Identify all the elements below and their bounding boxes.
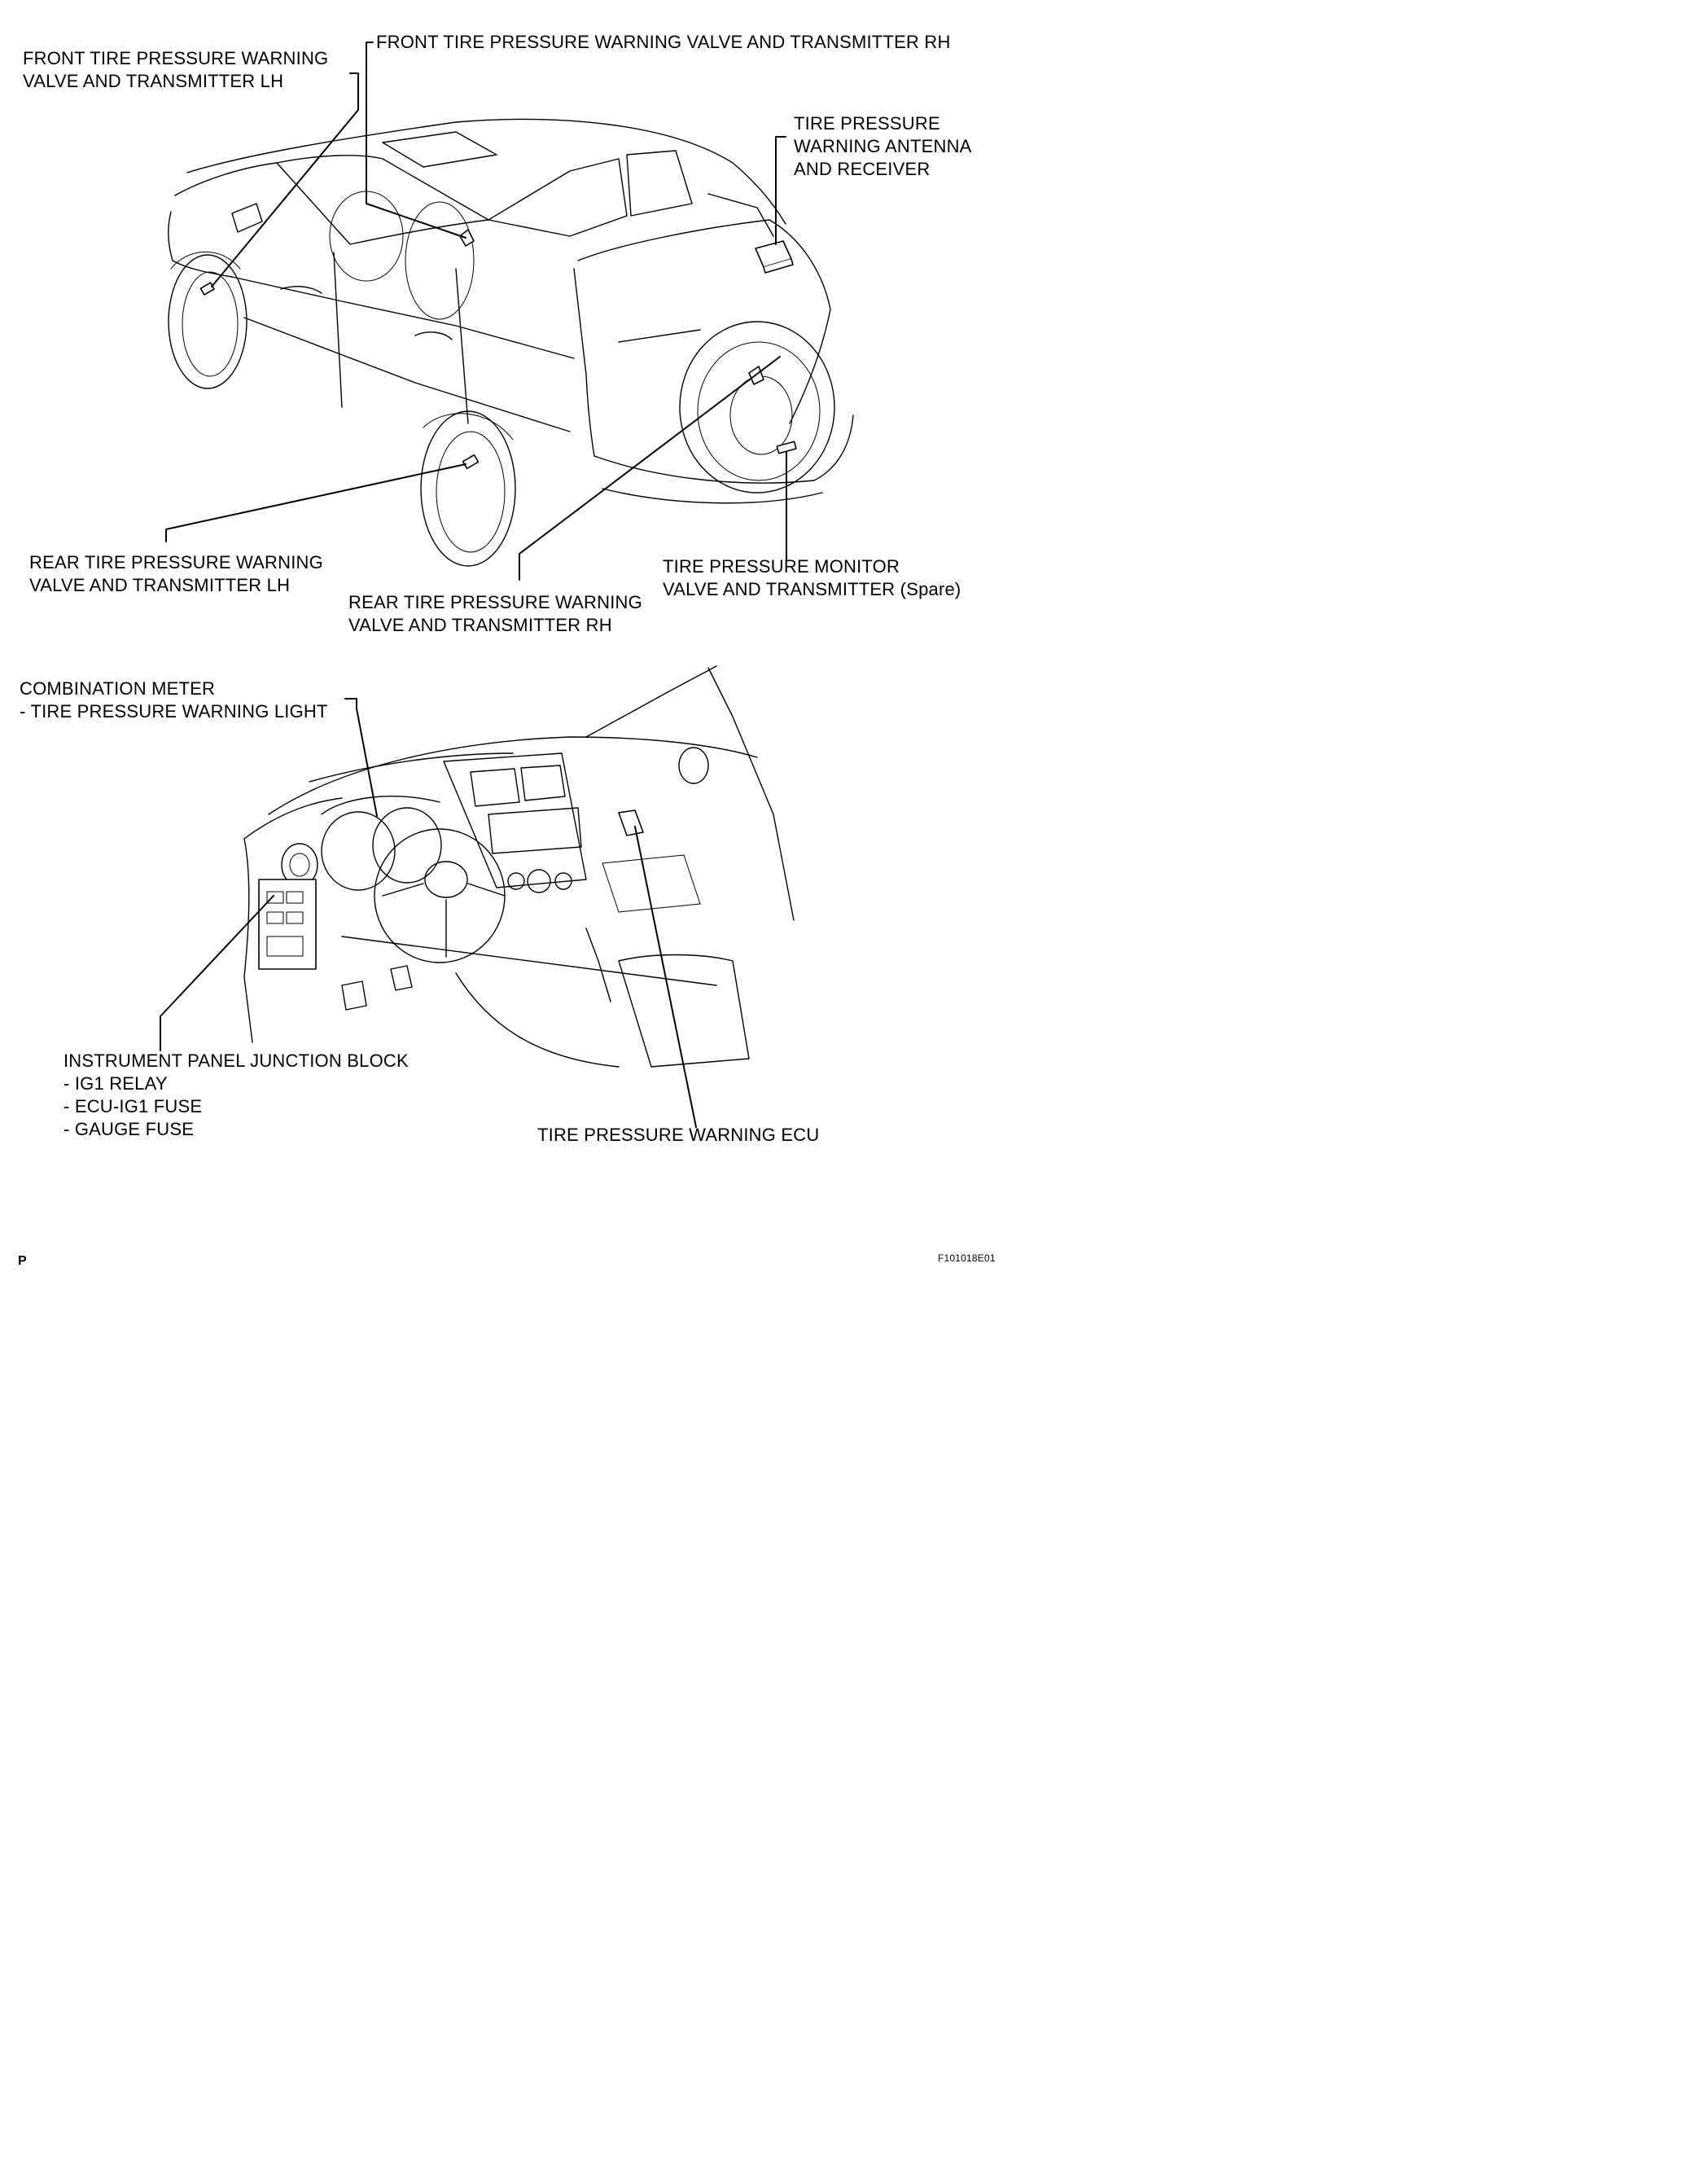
leader-lines-upper — [165, 42, 787, 581]
label-line: REAR TIRE PRESSURE WARNING — [348, 592, 642, 612]
label-front-tire-lh: FRONT TIRE PRESSURE WARNING VALVE AND TR… — [23, 47, 328, 93]
label-line: - GAUGE FUSE — [64, 1119, 195, 1139]
vehicle-drawing — [168, 118, 854, 567]
label-line: VALVE AND TRANSMITTER LH — [29, 575, 291, 595]
label-line: - TIRE PRESSURE WARNING LIGHT — [20, 701, 328, 722]
label-line: FRONT TIRE PRESSURE WARNING VALVE AND TR… — [376, 32, 951, 52]
label-rear-tire-rh: REAR TIRE PRESSURE WARNING VALVE AND TRA… — [348, 591, 642, 637]
label-line: TIRE PRESSURE MONITOR — [663, 556, 900, 577]
page-mark: P — [18, 1254, 27, 1268]
label-line: FRONT TIRE PRESSURE WARNING — [23, 48, 329, 68]
label-line: - IG1 RELAY — [64, 1073, 168, 1094]
label-rear-tire-lh: REAR TIRE PRESSURE WARNING VALVE AND TRA… — [29, 551, 323, 597]
label-front-tire-rh: FRONT TIRE PRESSURE WARNING VALVE AND TR… — [376, 31, 951, 54]
label-antenna-receiver: TIRE PRESSURE WARNING ANTENNA AND RECEIV… — [794, 112, 972, 181]
label-line: VALVE AND TRANSMITTER (Spare) — [663, 579, 961, 599]
label-spare-transmitter: TIRE PRESSURE MONITOR VALVE AND TRANSMIT… — [663, 555, 961, 601]
instrument-panel-drawing — [243, 665, 795, 1068]
label-line: VALVE AND TRANSMITTER LH — [23, 71, 284, 91]
label-line: WARNING ANTENNA — [794, 136, 972, 156]
label-warning-ecu: TIRE PRESSURE WARNING ECU — [537, 1124, 819, 1147]
label-line: INSTRUMENT PANEL JUNCTION BLOCK — [64, 1050, 409, 1071]
label-line: AND RECEIVER — [794, 159, 931, 179]
label-junction-block: INSTRUMENT PANEL JUNCTION BLOCK - IG1 RE… — [64, 1050, 409, 1141]
figure-code: F101018E01 — [938, 1252, 996, 1264]
label-line: VALVE AND TRANSMITTER RH — [348, 615, 612, 635]
label-line: - ECU-IG1 FUSE — [64, 1096, 203, 1116]
location-diagram: FRONT TIRE PRESSURE WARNING VALVE AND TR… — [0, 0, 1011, 1278]
label-combination-meter: COMBINATION METER - TIRE PRESSURE WARNIN… — [20, 678, 328, 723]
leader-lines-lower — [160, 698, 697, 1128]
label-line: TIRE PRESSURE — [794, 113, 940, 134]
label-line: COMBINATION METER — [20, 678, 216, 699]
label-line: REAR TIRE PRESSURE WARNING — [29, 552, 323, 572]
line-art — [160, 42, 854, 1128]
label-line: TIRE PRESSURE WARNING ECU — [537, 1125, 820, 1145]
